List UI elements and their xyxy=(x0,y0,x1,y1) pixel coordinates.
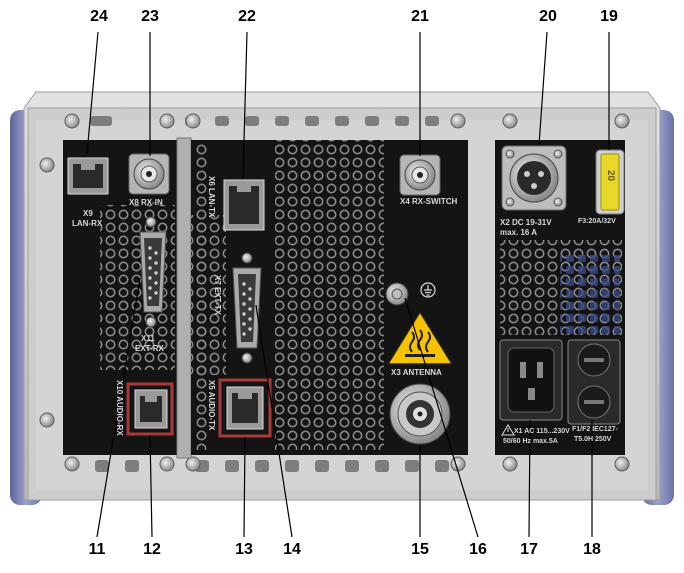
callout-19: 19 xyxy=(600,8,618,25)
callout-21: 21 xyxy=(411,8,429,25)
x11-ext-rx-connector[interactable] xyxy=(139,216,167,328)
label-lan-rx: LAN-RX xyxy=(72,219,103,228)
ground-stud[interactable] xyxy=(385,282,409,306)
x9-lan-rx-port[interactable] xyxy=(67,157,109,195)
label-x4-rx-switch: X4 RX-SWITCH xyxy=(400,197,458,206)
warning-triangle-icon xyxy=(501,424,515,436)
callout-11: 11 xyxy=(88,541,106,558)
hot-surface-warning-icon xyxy=(387,311,453,365)
x8-rx-in-connector[interactable] xyxy=(128,153,170,195)
callout-17: 17 xyxy=(520,541,538,558)
label-f1-f2: F1/F2 IEC127- xyxy=(572,426,618,433)
callout-16: 16 xyxy=(469,541,487,558)
x3-antenna-connector[interactable] xyxy=(389,383,451,445)
chassis-screws xyxy=(39,113,630,472)
label-x8-rx-in: X8 RX-IN xyxy=(129,198,163,207)
x7-ext-tx-connector[interactable] xyxy=(232,252,262,364)
callout-22: 22 xyxy=(238,8,256,25)
label-x2-dc: X2 DC 19-31V xyxy=(500,218,552,227)
label-x11: X11 xyxy=(141,334,155,343)
x10-audio-rx-port[interactable] xyxy=(126,382,174,436)
label-ext-rx: EXT-RX xyxy=(135,344,164,353)
label-x9: X9 xyxy=(83,209,93,218)
label-fuse-value: 20 xyxy=(605,170,616,182)
callout-12: 12 xyxy=(143,541,161,558)
f3-fuse[interactable] xyxy=(595,149,625,215)
label-x1-ac: X1 AC 115...230V xyxy=(514,428,570,435)
label-x1-freq: 50/60 Hz max.5A xyxy=(503,438,558,445)
label-f3: F3:20A/32V xyxy=(578,218,616,225)
callout-15: 15 xyxy=(411,541,429,558)
x2-dc-connector[interactable] xyxy=(501,145,567,211)
x4-rx-switch-connector[interactable] xyxy=(399,154,441,196)
ground-icon xyxy=(420,282,436,298)
f1-f2-fuse-holders[interactable] xyxy=(567,339,621,425)
label-x10-audio-rx: X10 AUDIO-RX xyxy=(115,380,124,436)
callout-18: 18 xyxy=(583,541,601,558)
x6-lan-tx-port[interactable] xyxy=(223,179,265,231)
callout-20: 20 xyxy=(539,8,557,25)
x5-audio-tx-port[interactable] xyxy=(218,378,272,438)
callout-24: 24 xyxy=(90,8,108,25)
label-x6-lan-tx: X6 LAN-TX xyxy=(207,176,216,218)
callout-14: 14 xyxy=(283,541,301,558)
label-x2-max: max. 16 A xyxy=(500,228,538,237)
label-x5-audio-tx: X5 AUDIO-TX xyxy=(207,380,216,431)
callout-23: 23 xyxy=(141,8,159,25)
label-x3-antenna: X3 ANTENNA xyxy=(391,368,442,377)
bottom-vent-slots xyxy=(95,460,449,472)
callout-leader-lines xyxy=(86,31,610,538)
label-f1-f2-rating: T5.0H 250V xyxy=(574,436,612,443)
callout-13: 13 xyxy=(235,541,253,558)
label-x7-ext-tx: X7 EXT-TX xyxy=(213,275,222,316)
x1-ac-inlet[interactable] xyxy=(499,339,563,421)
